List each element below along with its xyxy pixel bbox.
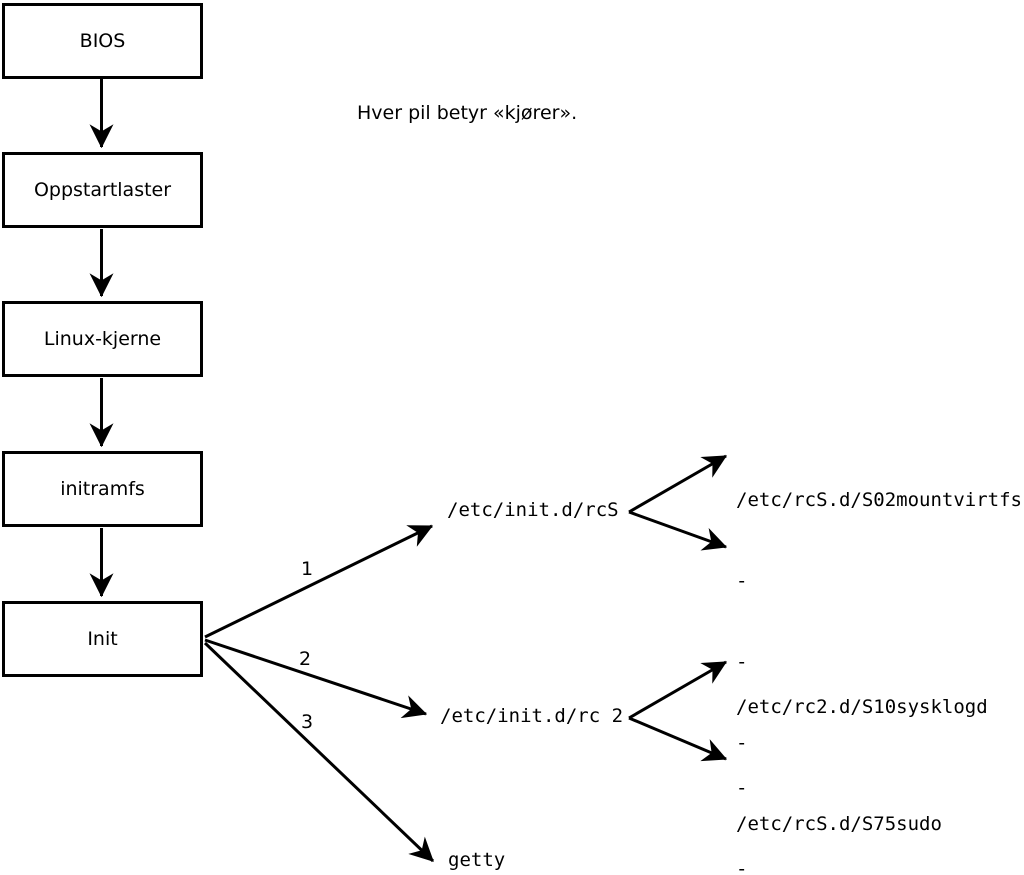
arrow-rcs-to-s75sudo bbox=[628, 510, 728, 551]
arrow-init-to-rc2 bbox=[204, 638, 428, 719]
flow-box-initramfs: initramfs bbox=[2, 451, 203, 527]
list-item: /etc/rc2.d/S10sysklogd bbox=[736, 696, 988, 718]
list-item: - bbox=[736, 570, 748, 592]
flow-box-label: Linux-kjerne bbox=[43, 328, 162, 350]
arrow-rcs-to-s02mountvirtfs bbox=[628, 454, 728, 514]
caption-arrow-meaning: Hver pil betyr «kjører». bbox=[357, 102, 578, 124]
list-item: - bbox=[736, 732, 748, 754]
target-rc2-script: /etc/init.d/rc 2 bbox=[440, 705, 624, 727]
arrow-init-to-getty bbox=[203, 641, 435, 863]
rcs-children-list: /etc/rcS.d/S02mountvirtfs - - - /etc/rcS… bbox=[736, 433, 1022, 875]
arrow-init-to-rcs bbox=[204, 524, 434, 639]
flow-box-label: BIOS bbox=[79, 30, 126, 52]
list-item: - bbox=[736, 858, 748, 875]
flow-box-linux-kjerne: Linux-kjerne bbox=[2, 301, 203, 377]
flow-box-oppstartlaster: Oppstartlaster bbox=[2, 152, 203, 228]
flow-box-label: Init bbox=[87, 628, 118, 650]
flow-box-bios: BIOS bbox=[2, 3, 203, 79]
flow-box-label: Oppstartlaster bbox=[33, 179, 172, 201]
arrow-rc2-to-s10sysklogd bbox=[628, 660, 728, 720]
branch-1-number: 1 bbox=[301, 558, 314, 580]
arrow-rc2-to-s99gdm bbox=[628, 716, 728, 762]
branch-2-number: 2 bbox=[299, 648, 312, 670]
list-item: - bbox=[736, 651, 748, 673]
target-rcs-script: /etc/init.d/rcS bbox=[447, 499, 619, 521]
branch-3-number: 3 bbox=[301, 711, 314, 733]
target-getty: getty bbox=[448, 849, 506, 871]
list-item: /etc/rcS.d/S02mountvirtfs bbox=[736, 489, 1022, 511]
flow-box-init: Init bbox=[2, 601, 203, 677]
list-item: - bbox=[736, 777, 748, 799]
list-item: /etc/rcS.d/S75sudo bbox=[736, 813, 942, 835]
rc2-children-list: /etc/rc2.d/S10sysklogd - - - /etc/rc2.d/… bbox=[736, 640, 988, 875]
flow-box-label: initramfs bbox=[60, 478, 145, 500]
